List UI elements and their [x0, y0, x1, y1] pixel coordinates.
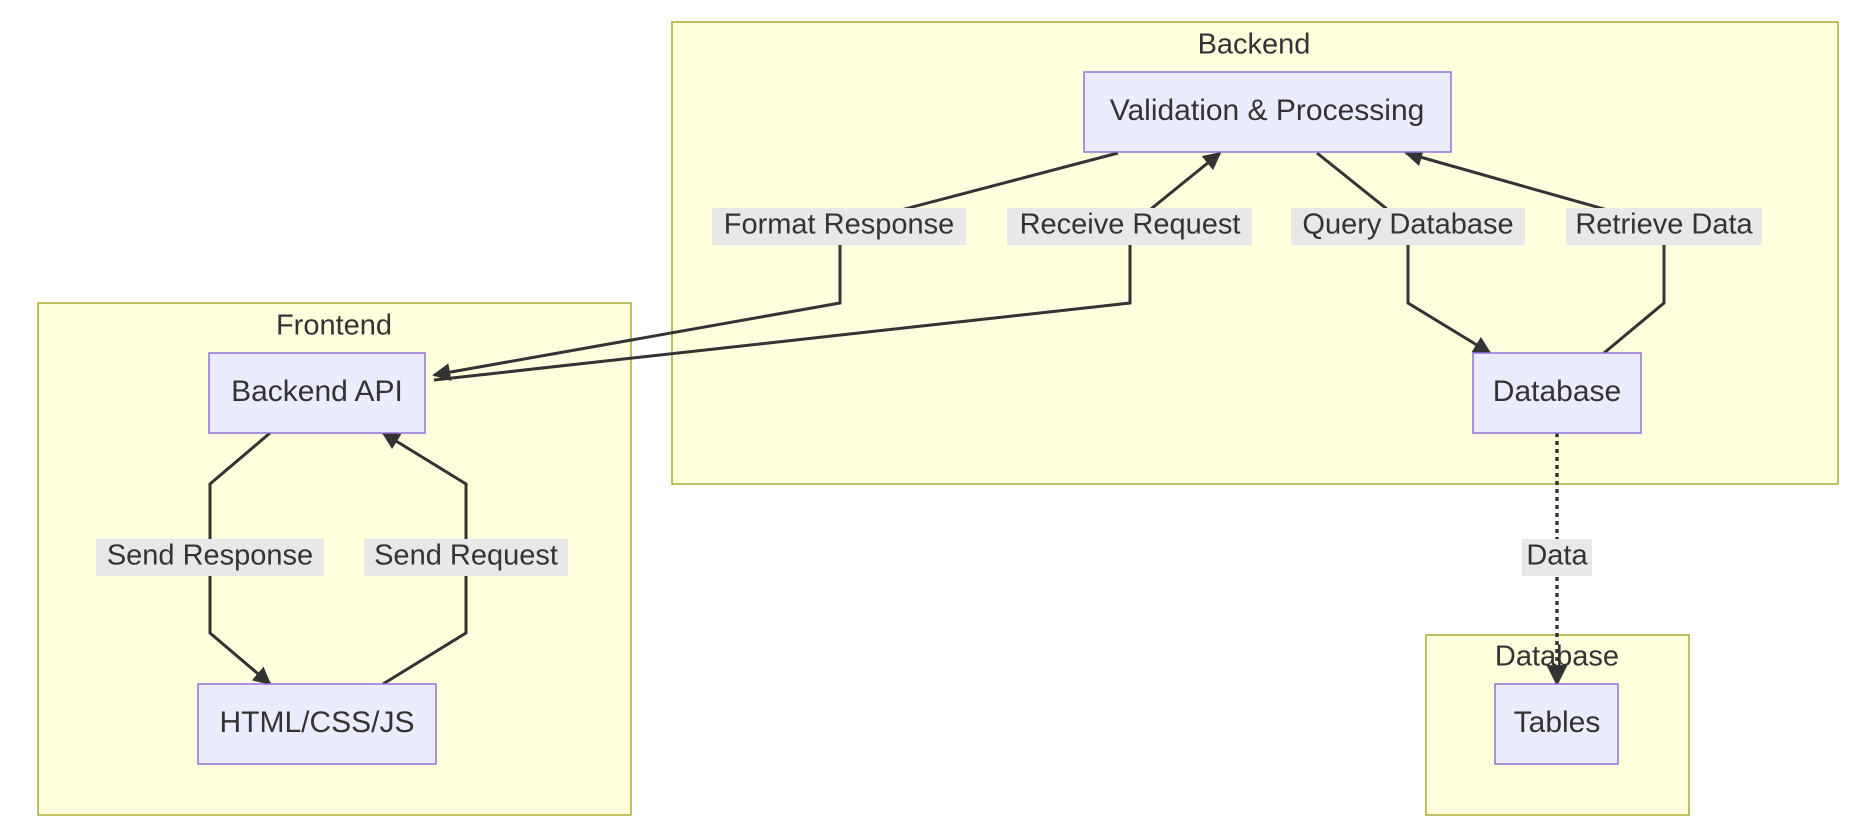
edge-label-send-request: Send Request [364, 539, 568, 576]
svg-text:Send Request: Send Request [374, 540, 558, 572]
node-html-css-js[interactable]: HTML/CSS/JS [197, 683, 437, 765]
edge-label-format-response: Format Response [712, 208, 966, 245]
edge-retrieve-data [1404, 148, 1666, 355]
edge-label-retrieve-data: Retrieve Data [1566, 208, 1762, 245]
edge-label-receive-request: Receive Request [1007, 208, 1252, 245]
node-label: Database [1493, 375, 1621, 408]
node-backend-api[interactable]: Backend API [208, 352, 426, 434]
svg-text:Send Response: Send Response [107, 540, 313, 572]
svg-text:Query Database: Query Database [1302, 209, 1513, 241]
node-database[interactable]: Database [1472, 352, 1642, 434]
edge-receive-request [433, 151, 1222, 382]
edge-query-database [1316, 151, 1492, 355]
node-label: HTML/CSS/JS [219, 706, 414, 739]
svg-text:Retrieve Data: Retrieve Data [1575, 209, 1753, 241]
node-label: Validation & Processing [1110, 94, 1425, 127]
node-label: Tables [1514, 706, 1601, 739]
edge-label-query-database: Query Database [1291, 208, 1525, 245]
edge-label-send-response: Send Response [96, 539, 324, 576]
node-validation-processing[interactable]: Validation & Processing [1083, 71, 1452, 153]
edge-label-data: Data [1522, 539, 1592, 576]
edge-format-response [432, 151, 1119, 382]
node-tables[interactable]: Tables [1494, 683, 1619, 765]
cluster-title-backend: Backend [1198, 29, 1311, 61]
node-label: Backend API [231, 375, 403, 408]
cluster-title-frontend: Frontend [276, 310, 392, 342]
svg-text:Data: Data [1526, 540, 1588, 572]
svg-text:Format Response: Format Response [724, 209, 955, 241]
svg-text:Receive Request: Receive Request [1020, 209, 1241, 241]
